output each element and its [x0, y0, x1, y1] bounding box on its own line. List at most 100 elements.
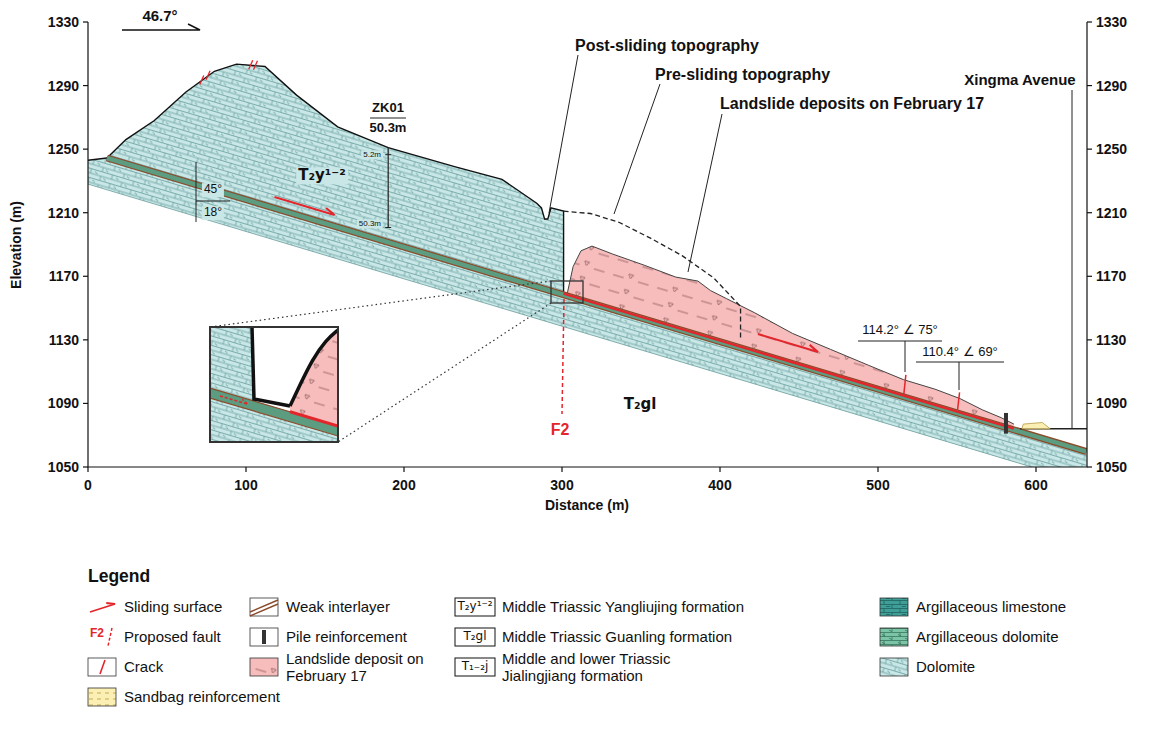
axis-title: Distance (m) — [545, 497, 629, 513]
sliding-surface — [564, 294, 1014, 429]
axis-tick-label: 500 — [866, 477, 889, 493]
legend-pattern — [88, 688, 116, 706]
axis-tick — [245, 467, 246, 472]
legend-text: Landslide deposit on February 17 — [286, 650, 451, 685]
legend-frame — [880, 658, 908, 676]
legend-swatch — [880, 658, 908, 676]
sliding-arrow — [758, 334, 818, 352]
landslide-deposit-pattern — [567, 246, 1014, 430]
borehole-depth: 5.2m — [361, 150, 383, 159]
legend-pattern — [880, 658, 908, 676]
inset-scarp — [290, 330, 338, 406]
axis-tick-label: 600 — [1024, 477, 1047, 493]
axis-tick-label: 1130 — [49, 332, 79, 348]
legend-item — [455, 598, 495, 616]
direction-angle: 46.7° — [142, 7, 177, 24]
legend-swatch — [880, 628, 908, 646]
deposit-outline — [567, 246, 1014, 424]
legend-item — [455, 658, 495, 676]
weak-interlayer — [107, 158, 1087, 452]
callout-label: Landslide deposits on February 17 — [720, 95, 984, 113]
legend-pattern — [880, 598, 908, 616]
weak-interlayer-symbol — [250, 600, 278, 616]
crack — [904, 375, 906, 394]
guanling-formation-fill — [88, 158, 1087, 467]
legend-item — [880, 628, 908, 646]
leader-line — [196, 201, 230, 202]
legend-frame — [880, 628, 908, 646]
borehole — [388, 148, 389, 228]
direction-arrow — [122, 24, 200, 30]
pile — [1004, 413, 1008, 434]
axis-title: Elevation (m) — [8, 201, 24, 289]
inset-sliding-surface — [290, 412, 338, 426]
axis-tick — [1087, 21, 1092, 22]
formation-box — [455, 628, 495, 646]
legend-title: Legend — [88, 566, 150, 586]
axis-tick — [1087, 85, 1092, 86]
leader-line — [614, 84, 660, 214]
leader-line — [196, 162, 197, 222]
legend-frame — [88, 658, 116, 676]
formation-code: T₂y¹⁻² — [296, 167, 348, 184]
axis-tick — [83, 466, 88, 467]
legend-text: Middle and lower Triassic Jialingjiang f… — [502, 650, 742, 685]
legend-frame — [250, 598, 278, 616]
attitude-label: 45° — [202, 183, 224, 197]
weak-interlayer-edge — [107, 158, 1087, 452]
axis-tick-label: 1250 — [48, 141, 79, 157]
axis-tick-label: 200 — [392, 477, 415, 493]
axis-tick — [1035, 467, 1036, 472]
legend-item — [880, 658, 908, 676]
axis-tick-label: 1130 — [1096, 332, 1126, 348]
axis-tick — [1087, 212, 1092, 213]
formation-code: T₂y¹⁻² — [457, 600, 492, 614]
legend-text: Argillaceous limestone — [916, 598, 1066, 615]
crack-symbol — [100, 660, 105, 674]
axis-tick-label: 300 — [550, 477, 573, 493]
callout-label: Xingma Avenue — [964, 71, 1075, 88]
legend-frame — [88, 688, 116, 706]
formation-code: T₂gl — [463, 630, 486, 644]
crack — [200, 75, 204, 84]
legend-text: Argillaceous dolomite — [916, 628, 1059, 645]
sliding-surface-symbol — [90, 603, 115, 612]
axis-tick-label: 1170 — [49, 268, 79, 284]
inset-deposit-pattern — [290, 330, 338, 426]
formation-box — [455, 658, 495, 676]
axis-tick-label: 1090 — [48, 395, 79, 411]
band-bottom — [88, 184, 1087, 467]
legend-text: Sliding surface — [124, 598, 222, 615]
legend-text: Weak interlayer — [286, 598, 390, 615]
axis-tick-label: 1050 — [48, 459, 79, 475]
axis-tick-label: 1170 — [1096, 268, 1126, 284]
legend-item — [88, 658, 116, 676]
axis-tick — [403, 467, 404, 472]
leader-line — [370, 118, 406, 119]
axis-tick — [83, 276, 88, 277]
legend-frame — [250, 628, 278, 646]
axis-tick — [1087, 466, 1092, 467]
axis-tick — [877, 467, 878, 472]
formation-box — [455, 598, 495, 616]
legend-swatch — [880, 598, 908, 616]
legend-item — [88, 688, 116, 706]
fault-label: F2 — [551, 421, 570, 439]
legend-pattern — [880, 628, 908, 646]
inset-arrow — [220, 396, 248, 404]
leader-line — [916, 362, 1004, 363]
legend-text: Crack — [124, 658, 163, 675]
axis-tick-label: 1330 — [48, 14, 79, 30]
leader-line — [688, 114, 722, 272]
crack — [253, 61, 257, 70]
axis-tick — [1087, 339, 1092, 340]
axis-tick-label: 1090 — [1096, 395, 1127, 411]
legend-frame — [250, 658, 278, 676]
legend-swatches — [88, 598, 908, 706]
legend-text: Pile reinforcement — [286, 628, 407, 645]
axis-tick — [719, 467, 720, 472]
fault-symbol — [108, 628, 112, 646]
axis-tick — [1087, 276, 1092, 277]
legend-item — [250, 658, 278, 676]
